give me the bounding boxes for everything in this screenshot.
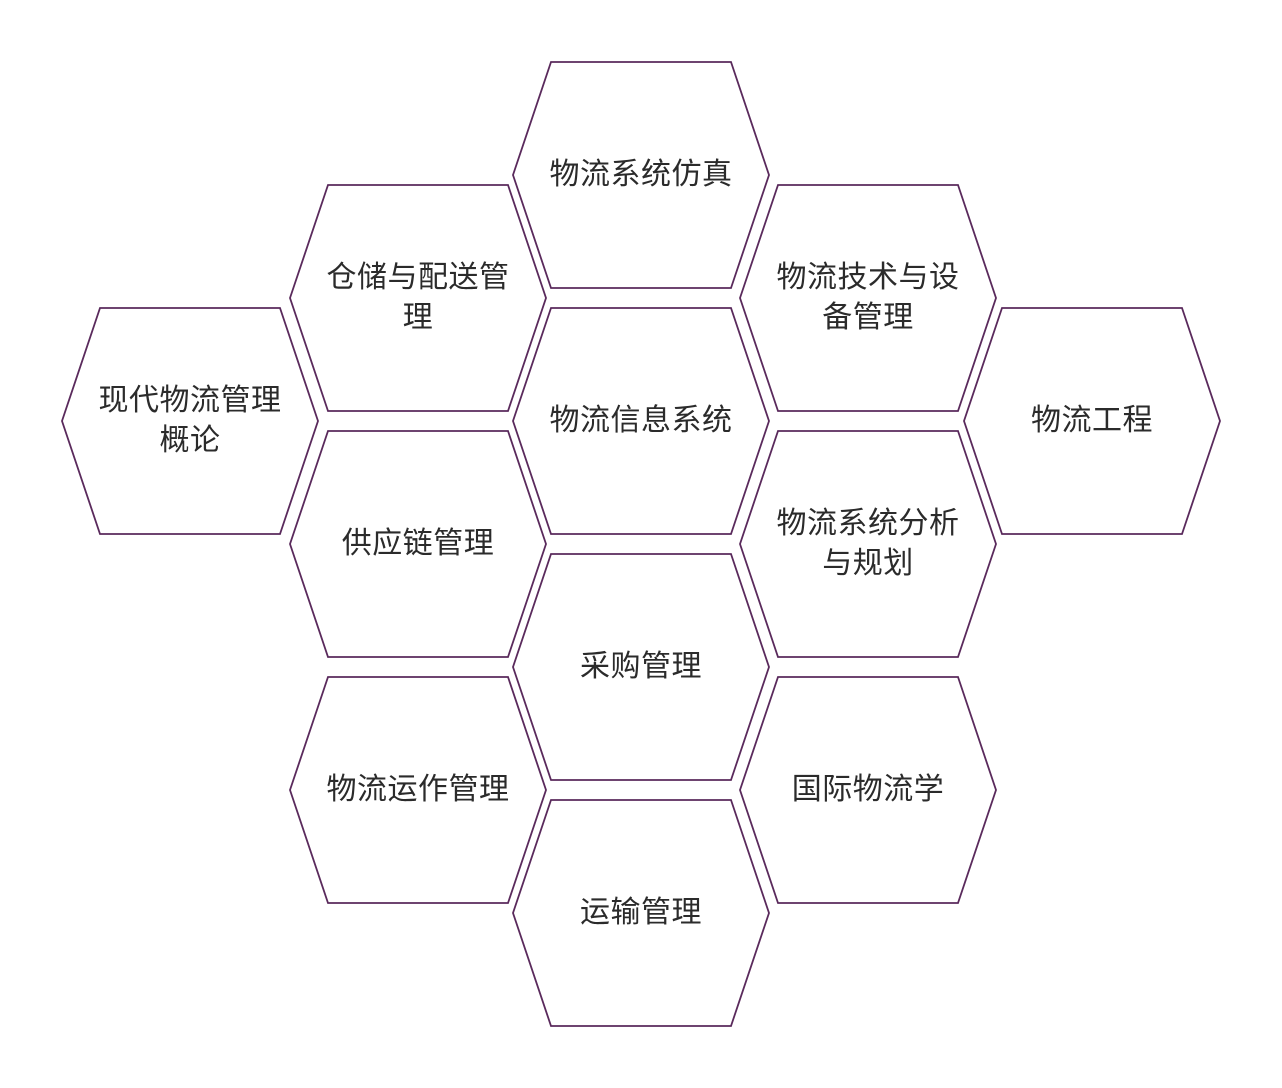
label-system-analysis-planning: 物流系统分析与规划 — [776, 506, 960, 581]
label-warehousing-distribution: 仓储与配送管理 — [326, 260, 510, 335]
label-transportation: 运输管理 — [580, 895, 702, 930]
hex-system-analysis-planning — [739, 430, 997, 658]
hex-transportation — [512, 799, 770, 1027]
label-international-logistics: 国际物流学 — [791, 772, 945, 807]
hex-international-logistics — [739, 676, 997, 904]
label-supply-chain: 供应链管理 — [341, 526, 495, 561]
hex-logistics-system-simulation — [512, 61, 770, 289]
hex-warehousing-distribution — [289, 184, 547, 412]
label-logistics-system-simulation: 物流系统仿真 — [549, 157, 733, 192]
label-logistics-tech-equipment: 物流技术与设备管理 — [776, 260, 960, 335]
label-modern-logistics-intro: 现代物流管理概论 — [98, 383, 282, 458]
label-logistics-operations: 物流运作管理 — [326, 772, 510, 807]
hex-logistics-information-system — [512, 307, 770, 535]
hex-procurement — [512, 553, 770, 781]
label-procurement: 采购管理 — [580, 649, 702, 684]
hex-logistics-operations — [289, 676, 547, 904]
label-logistics-information-system: 物流信息系统 — [549, 403, 733, 438]
label-logistics-engineering: 物流工程 — [1031, 403, 1153, 438]
hex-modern-logistics-intro — [61, 307, 319, 535]
hex-logistics-tech-equipment — [739, 184, 997, 412]
hex-logistics-engineering — [963, 307, 1221, 535]
hex-supply-chain — [289, 430, 547, 658]
